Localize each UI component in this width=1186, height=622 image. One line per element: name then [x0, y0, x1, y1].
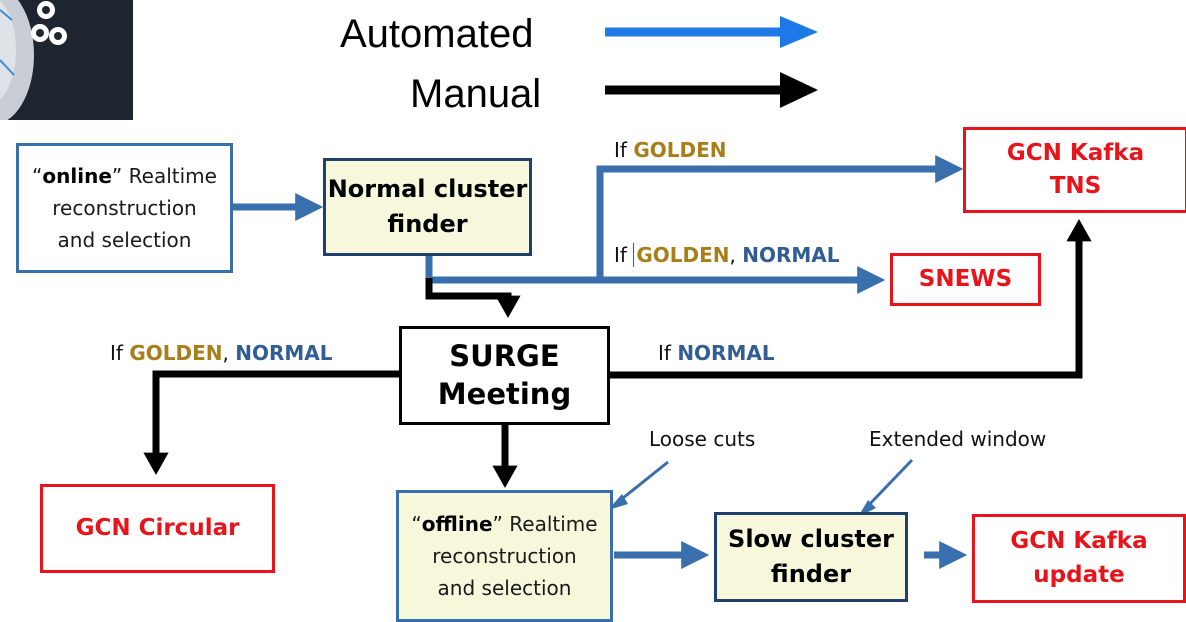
- offline-box-line3: and selection: [437, 576, 572, 600]
- slow-cluster-finder-box: Slow cluster finder: [714, 512, 908, 602]
- if-text: If: [614, 138, 627, 162]
- surge-line2: Meeting: [437, 376, 572, 411]
- gcn-kafka-update-box: GCN Kafka update: [972, 514, 1186, 603]
- slow-finder-line2: finder: [770, 560, 852, 588]
- online-box-line1: “online” Realtime: [32, 164, 217, 188]
- legend-automated-label: Automated: [340, 12, 534, 56]
- logo-image: [0, 0, 133, 120]
- comma-text: ,: [222, 341, 236, 365]
- slow-finder-line1: Slow cluster: [728, 525, 894, 554]
- legend-automated-arrow: [605, 16, 818, 48]
- offline-box-line1: “offline” Realtime: [411, 512, 598, 536]
- snews-label: SNEWS: [918, 265, 1013, 292]
- golden-to-gcn-kafka-tns-line: [596, 155, 964, 280]
- extended-window-pointer: [858, 458, 914, 517]
- condition-golden-normal-snews: If GOLDEN, NORMAL: [614, 243, 839, 267]
- comma-text: ,: [729, 243, 743, 267]
- if-text: If: [658, 341, 671, 365]
- satellite-dish-icon: [0, 0, 67, 120]
- normal-text: NORMAL: [742, 243, 840, 267]
- offline-reconstruction-box: “offline” Realtime reconstruction and se…: [396, 490, 613, 622]
- normal-finder-to-surge-line: [425, 278, 521, 318]
- online-box-line3: and selection: [57, 228, 192, 252]
- legend-manual-arrow: [605, 72, 818, 108]
- if-text: If: [110, 341, 123, 365]
- offline-rest: Realtime: [502, 512, 598, 536]
- normal-text: NORMAL: [235, 341, 333, 365]
- surge-to-gcn-circular-line: [143, 370, 402, 475]
- if-text: If: [614, 243, 627, 267]
- legend-manual-label: Manual: [410, 72, 542, 116]
- offline-keyword: offline: [421, 512, 493, 536]
- online-box-line2: reconstruction: [52, 196, 197, 220]
- surge-to-gcn-kafka-tns-line: [608, 219, 1092, 379]
- normal-cluster-finder-box: Normal cluster finder: [323, 158, 532, 256]
- snews-box: SNEWS: [890, 253, 1041, 306]
- surge-line1: SURGE: [449, 338, 560, 373]
- gcn-kafka-update-line2: update: [1033, 561, 1125, 588]
- online-rest: Realtime: [122, 164, 217, 188]
- offline-box-line2: reconstruction: [432, 544, 577, 568]
- golden-text: GOLDEN: [633, 138, 727, 162]
- normal-text: NORMAL: [677, 341, 775, 365]
- golden-text: GOLDEN: [129, 341, 223, 365]
- extended-window-annotation: Extended window: [869, 427, 1047, 451]
- condition-normal-tns: If NORMAL: [658, 341, 775, 365]
- loose-cuts-pointer: [608, 460, 669, 510]
- gcn-kafka-tns-box: GCN Kafka TNS: [963, 127, 1186, 213]
- online-reconstruction-box: “online” Realtime reconstruction and sel…: [16, 143, 233, 273]
- gcn-kafka-tns-line2: TNS: [1049, 173, 1102, 199]
- condition-golden-normal-circular: If GOLDEN, NORMAL: [110, 341, 332, 365]
- normal-finder-line1: Normal cluster: [327, 175, 528, 204]
- online-keyword: online: [42, 164, 112, 188]
- normal-finder-line2: finder: [387, 210, 468, 238]
- gcn-kafka-tns-line1: GCN Kafka: [1006, 139, 1145, 166]
- condition-golden-top: If GOLDEN: [614, 138, 726, 162]
- loose-cuts-annotation: Loose cuts: [649, 427, 756, 451]
- gcn-circular-label: GCN Circular: [75, 514, 240, 541]
- surge-meeting-box: SURGE Meeting: [399, 326, 610, 425]
- gcn-kafka-update-line1: GCN Kafka: [1010, 528, 1148, 555]
- gcn-circular-box: GCN Circular: [40, 484, 275, 573]
- golden-text: GOLDEN: [633, 243, 730, 267]
